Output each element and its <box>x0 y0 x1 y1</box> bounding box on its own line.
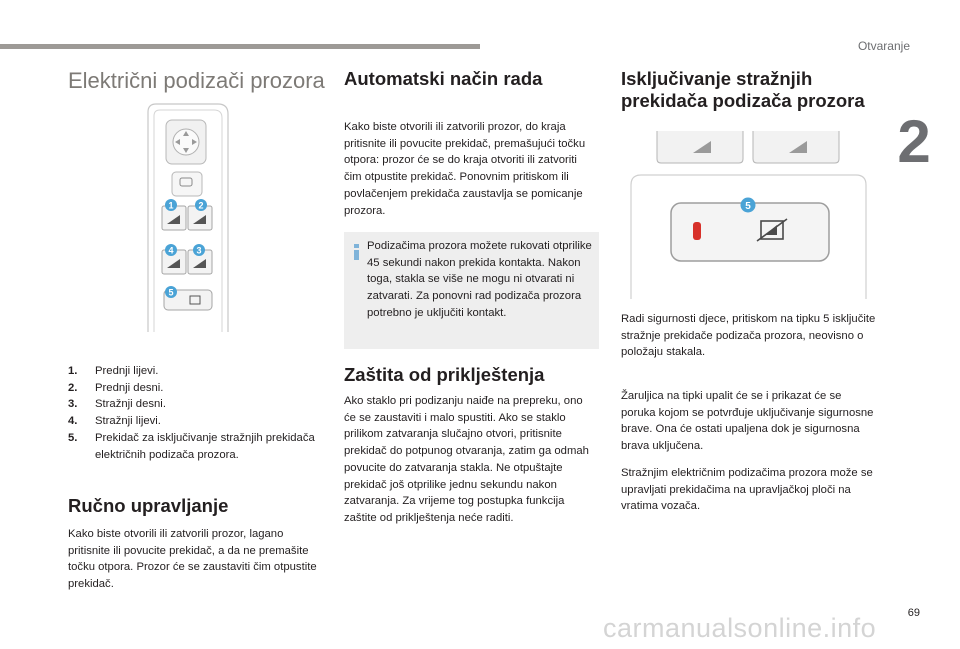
pinch-heading: Zaštita od priklještenja <box>344 364 545 385</box>
list-item: 1.Prednji lijevi. <box>68 365 159 377</box>
badge-4: 4 <box>165 244 177 256</box>
badge-1: 1 <box>165 199 177 211</box>
note-text: Podizačima prozora možete rukovati otpri… <box>367 240 592 319</box>
page-number: 69 <box>907 607 920 619</box>
info-note: Podizačima prozora možete rukovati otpri… <box>344 232 599 349</box>
badge-2: 2 <box>195 199 207 211</box>
svg-text:5: 5 <box>745 201 751 212</box>
section-label: Otvaranje <box>857 39 910 53</box>
svg-text:2: 2 <box>198 201 203 211</box>
info-icon <box>354 244 359 260</box>
svg-text:1: 1 <box>168 201 173 211</box>
window-switch-panel-figure: 1 2 4 3 5 <box>140 102 236 332</box>
badge-5: 5 <box>165 286 177 298</box>
legend-list: 1.Prednji lijevi. 2.Prednji desni. 3.Str… <box>68 363 323 463</box>
list-item: 4.Stražnji lijevi. <box>68 415 161 428</box>
auto-heading: Automatski način rada <box>344 68 543 89</box>
disable-text-3: Stražnjim električnim podizačima prozora… <box>621 467 873 513</box>
badge-3: 3 <box>193 244 205 256</box>
watermark: carmanualsonline.info <box>603 613 877 643</box>
pinch-text: Ako staklo pri podizanju naiđe na prepre… <box>344 395 589 524</box>
disable-heading: Isključivanje stražnjih prekidača podiza… <box>621 68 865 111</box>
list-item: 2.Prednji desni. <box>68 381 164 394</box>
chapter-number: 2 <box>897 108 931 175</box>
manual-heading: Ručno upravljanje <box>68 495 229 516</box>
header-bar <box>0 44 480 49</box>
disable-text-1: Radi sigurnosti djece, pritiskom na tipk… <box>621 313 876 359</box>
list-item: 5.Prekidač za isključivanje stražnjih pr… <box>68 431 315 461</box>
auto-text: Kako biste otvorili ili zatvorili prozor… <box>344 121 586 217</box>
child-lock-switch-figure: 5 <box>621 129 876 299</box>
page-title: Električni podizači prozora <box>68 68 325 93</box>
svg-text:5: 5 <box>168 288 173 298</box>
disable-text-2: Žaruljica na tipki upalit će se i prikaz… <box>621 390 874 453</box>
list-item: 3.Stražnji desni. <box>68 398 166 411</box>
manual-text: Kako biste otvorili ili zatvorili prozor… <box>68 528 317 591</box>
svg-text:4: 4 <box>168 246 173 256</box>
svg-text:3: 3 <box>196 246 201 256</box>
badge-5: 5 <box>740 197 756 213</box>
